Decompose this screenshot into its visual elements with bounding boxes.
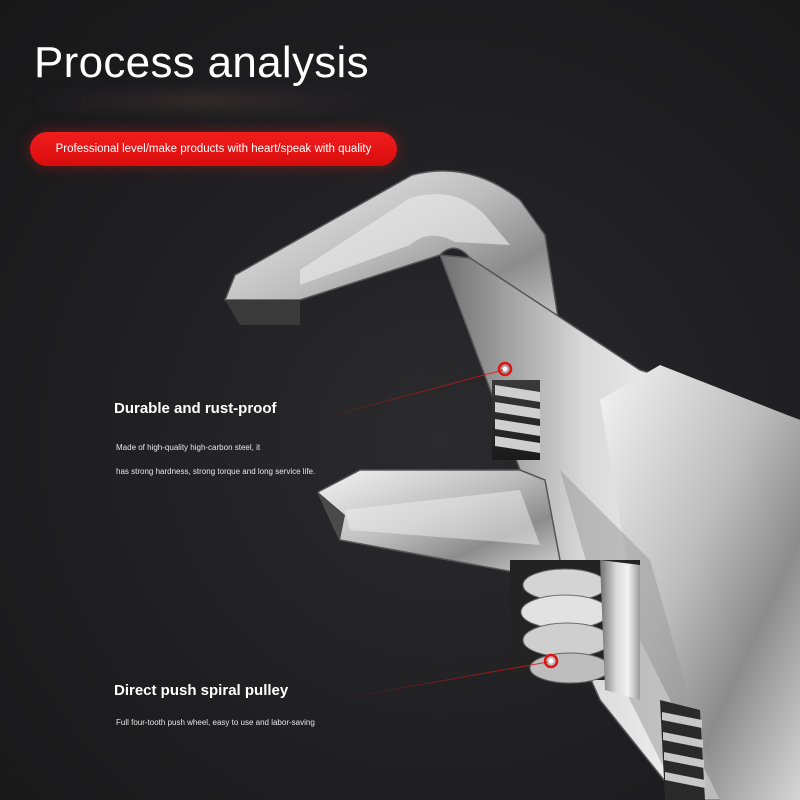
feature-title-durable: Durable and rust-proof — [114, 400, 277, 417]
page-title: Process analysis — [34, 38, 369, 87]
feature-desc-durable-line2: has strong hardness, strong torque and l… — [116, 467, 316, 476]
callout-pulley — [344, 653, 559, 699]
rack-teeth-lower — [660, 700, 705, 800]
upper-jaw — [223, 170, 561, 347]
callout-durable — [314, 361, 513, 421]
tagline-badge: Professional level/make products with he… — [30, 132, 397, 166]
feature-title-pulley: Direct push spiral pulley — [114, 682, 289, 699]
spiral-pulley — [510, 560, 640, 700]
rack-teeth-upper — [492, 380, 540, 460]
title-reflection — [34, 92, 374, 110]
feature-desc-durable-line1: Made of high-quality high-carbon steel, … — [116, 443, 261, 452]
feature-desc-pulley: Full four-tooth push wheel, easy to use … — [116, 718, 315, 727]
callout-marker-icon — [497, 361, 513, 377]
callout-marker-icon — [543, 653, 559, 669]
lower-jaw — [317, 469, 561, 576]
